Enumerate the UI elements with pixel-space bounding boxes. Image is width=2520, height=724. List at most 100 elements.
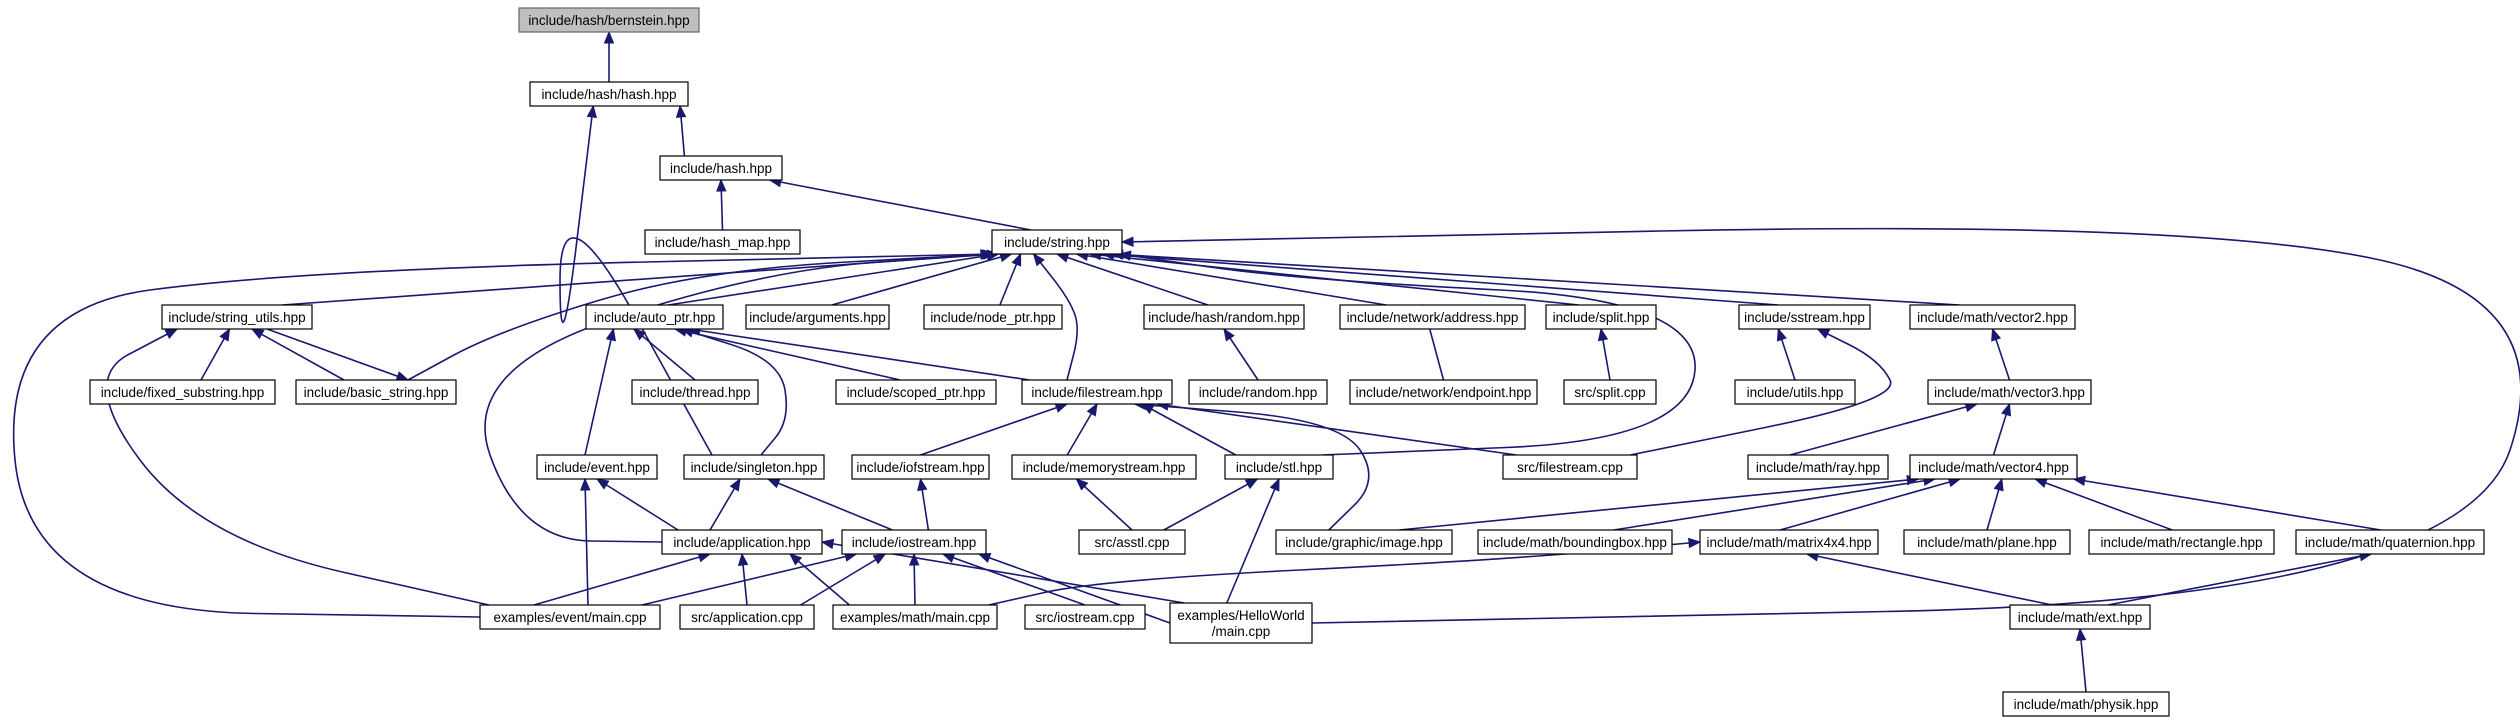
node-event[interactable]: include/event.hpp bbox=[536, 454, 658, 480]
node-filestreamcpp[interactable]: src/filestream.cpp bbox=[1502, 454, 1638, 480]
node-vector4[interactable]: include/math/vector4.hpp bbox=[1909, 454, 2078, 480]
node-ray[interactable]: include/math/ray.hpp bbox=[1747, 454, 1889, 480]
node-box bbox=[1078, 529, 1186, 555]
node-label: include/math/plane.hpp bbox=[1917, 535, 2057, 550]
node-hash[interactable]: include/hash.hpp bbox=[659, 155, 783, 181]
node-box bbox=[2009, 604, 2151, 630]
edge-7 bbox=[831, 252, 1013, 306]
edge-arrowhead bbox=[788, 553, 803, 566]
edge-line bbox=[1630, 328, 1892, 456]
edge-arrowhead bbox=[941, 552, 956, 563]
edge-line bbox=[1056, 253, 1209, 306]
edge-line bbox=[1121, 227, 2520, 624]
node-label: src/iostream.cpp bbox=[1035, 610, 1134, 625]
node-memorystream[interactable]: include/memorystream.hpp bbox=[1011, 454, 1197, 480]
node-ext[interactable]: include/math/ext.hpp bbox=[2009, 604, 2151, 630]
node-node-ptr[interactable]: include/node_ptr.hpp bbox=[923, 304, 1063, 330]
node-boundingbox[interactable]: include/math/boundingbox.hpp bbox=[1477, 529, 1673, 555]
edge-13 bbox=[1101, 249, 1779, 306]
node-box bbox=[2088, 529, 2275, 555]
node-label: include/sstream.hpp bbox=[1744, 310, 1865, 325]
node-stl[interactable]: include/stl.hpp bbox=[1224, 454, 1334, 480]
node-splitcpp[interactable]: src/split.cpp bbox=[1563, 379, 1657, 405]
node-iofstream[interactable]: include/iofstream.hpp bbox=[851, 454, 990, 480]
node-utils[interactable]: include/utils.hpp bbox=[1734, 379, 1856, 405]
node-arguments[interactable]: include/arguments.hpp bbox=[745, 304, 890, 330]
node-thread[interactable]: include/thread.hpp bbox=[631, 379, 759, 405]
node-asstl[interactable]: src/asstl.cpp bbox=[1078, 529, 1186, 555]
node-iostream[interactable]: include/iostream.hpp bbox=[841, 529, 987, 555]
edge-line bbox=[633, 328, 696, 381]
edge-line bbox=[688, 328, 1030, 381]
node-label: include/hash/random.hpp bbox=[1148, 310, 1300, 325]
node-fixed-substring[interactable]: include/fixed_substring.hpp bbox=[89, 379, 276, 405]
node-hashhash[interactable]: include/hash/hash.hpp bbox=[529, 81, 689, 107]
node-random[interactable]: include/random.hpp bbox=[1188, 379, 1328, 405]
node-sstream[interactable]: include/sstream.hpp bbox=[1738, 304, 1871, 330]
node-matrix4x4[interactable]: include/math/matrix4x4.hpp bbox=[1699, 529, 1879, 555]
node-box bbox=[1349, 379, 1538, 405]
node-eventmain[interactable]: examples/event/main.cpp bbox=[479, 604, 661, 630]
node-label: include/hash_map.hpp bbox=[655, 235, 791, 250]
node-physik[interactable]: include/math/physik.hpp bbox=[2002, 691, 2170, 717]
edge-line bbox=[1134, 403, 1370, 531]
edge-arrowhead bbox=[1269, 477, 1280, 492]
node-address[interactable]: include/network/address.hpp bbox=[1339, 304, 1526, 330]
edge-8 bbox=[999, 252, 1022, 306]
node-label: examples/HelloWorld bbox=[1177, 608, 1304, 623]
edge-line bbox=[668, 253, 999, 306]
node-quaternion[interactable]: include/math/quaternion.hpp bbox=[2295, 529, 2485, 555]
edge-arrowhead bbox=[1075, 478, 1089, 491]
edge-44 bbox=[709, 477, 741, 531]
node-image[interactable]: include/graphic/image.hpp bbox=[1275, 529, 1453, 555]
edge-line bbox=[266, 328, 409, 381]
edge-line bbox=[2073, 478, 2381, 531]
node-label: include/graphic/image.hpp bbox=[1285, 535, 1443, 550]
node-label: include/math/physik.hpp bbox=[2014, 697, 2159, 712]
node-hashmap[interactable]: include/hash_map.hpp bbox=[644, 229, 801, 255]
node-hashrandom[interactable]: include/hash/random.hpp bbox=[1143, 304, 1305, 330]
node-auto-ptr[interactable]: include/auto_ptr.hpp bbox=[585, 304, 724, 330]
node-filestream[interactable]: include/filestream.hpp bbox=[1021, 379, 1173, 405]
edge-line bbox=[1032, 253, 1078, 381]
edge-line bbox=[942, 553, 1086, 606]
node-label: include/filestream.hpp bbox=[1031, 385, 1162, 400]
node-string[interactable]: include/string.hpp bbox=[991, 229, 1123, 255]
node-string-utils[interactable]: include/string_utils.hpp bbox=[161, 304, 313, 330]
edge-58 bbox=[788, 553, 850, 606]
node-singleton[interactable]: include/singleton.hpp bbox=[683, 454, 825, 480]
edge-1 bbox=[675, 104, 687, 157]
node-scoped-ptr[interactable]: include/scoped_ptr.hpp bbox=[835, 379, 997, 405]
node-box bbox=[585, 304, 724, 330]
node-label: include/singleton.hpp bbox=[691, 460, 818, 475]
node-application[interactable]: include/application.hpp bbox=[661, 529, 823, 555]
node-bernstein[interactable]: include/hash/bernstein.hpp bbox=[518, 7, 700, 33]
node-vector3[interactable]: include/math/vector3.hpp bbox=[1927, 379, 2092, 405]
edge-arrowhead bbox=[586, 104, 598, 119]
edge-32 bbox=[1776, 327, 1796, 381]
edge-34 bbox=[1991, 327, 2011, 381]
node-box bbox=[745, 304, 890, 330]
node-rectangle[interactable]: include/math/rectangle.hpp bbox=[2088, 529, 2275, 555]
edge-line bbox=[767, 478, 893, 531]
node-box bbox=[679, 604, 815, 630]
node-vector2[interactable]: include/math/vector2.hpp bbox=[1909, 304, 2076, 330]
node-split[interactable]: include/split.hpp bbox=[1545, 304, 1657, 330]
node-helloworld[interactable]: examples/HelloWorld/main.cpp bbox=[1169, 602, 1313, 644]
node-basic-string[interactable]: include/basic_string.hpp bbox=[295, 379, 457, 405]
node-applicationcpp[interactable]: src/application.cpp bbox=[679, 604, 815, 630]
node-box bbox=[529, 81, 689, 107]
edge-67 bbox=[2107, 551, 2373, 606]
edge-arrowhead bbox=[2001, 402, 2012, 417]
node-box bbox=[295, 379, 457, 405]
node-endpoint[interactable]: include/network/endpoint.hpp bbox=[1349, 379, 1538, 405]
node-iostreamcpp[interactable]: src/iostream.cpp bbox=[1024, 604, 1146, 630]
node-box bbox=[1909, 304, 2076, 330]
edge-20 bbox=[266, 328, 410, 382]
edge-arrowhead bbox=[1993, 477, 2004, 492]
node-plane[interactable]: include/math/plane.hpp bbox=[1903, 529, 2071, 555]
edge-65 bbox=[988, 537, 1702, 606]
node-mathmain[interactable]: examples/math/main.cpp bbox=[832, 604, 998, 630]
node-box bbox=[1502, 454, 1638, 480]
